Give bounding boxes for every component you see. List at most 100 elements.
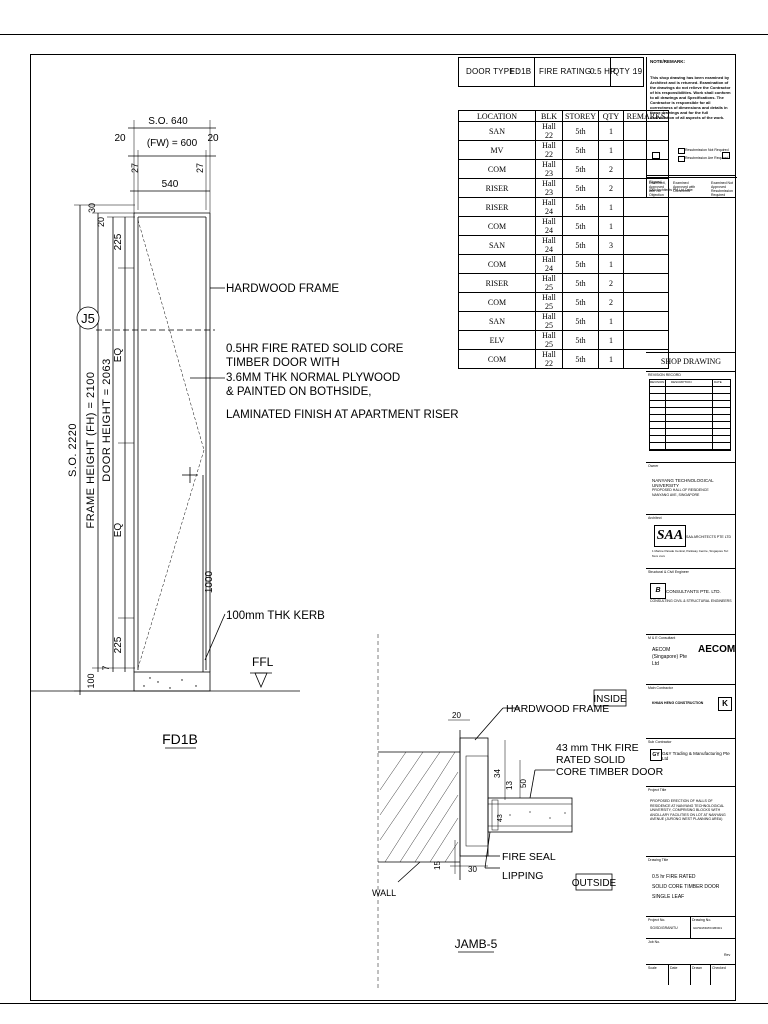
cell-blk: Hall 22 xyxy=(535,121,563,141)
structural-panel: Structural & Civil Engineer B CONSULTANT… xyxy=(646,568,736,634)
col-blk: BLK xyxy=(535,110,563,122)
drawing-frame xyxy=(30,54,736,1001)
mep-panel: M & E Consultant AECOM (Singapore) Pte L… xyxy=(646,634,736,684)
review-note-panel: NOTE/REMARK: This shop drawing has been … xyxy=(646,57,737,197)
sub-contractor-panel: Sub Contractor GY G&Y Trading & Manufact… xyxy=(646,738,736,786)
sub-contractor-logo: GY xyxy=(650,749,662,761)
door-height-dim: DOOR HEIGHT = 2063 xyxy=(101,358,113,481)
cell-storey: 5th xyxy=(562,216,599,236)
cell-remarks xyxy=(622,349,669,369)
cell-storey: 5th xyxy=(562,273,599,293)
cell-blk: Hall 24 xyxy=(535,254,563,274)
blank-panel xyxy=(646,197,736,352)
svg-text:RATED SOLID: RATED SOLID xyxy=(556,754,626,766)
dim-27-right: 27 xyxy=(195,163,205,173)
not-approved-checkbox xyxy=(722,152,730,159)
cell-qty: 1 xyxy=(597,216,624,236)
frame-width-dim: (FW) = 600 xyxy=(147,138,198,149)
door-type-value: FD1B xyxy=(510,67,532,76)
cell-location: RISER xyxy=(458,273,536,293)
cell-location: RISER xyxy=(458,178,536,198)
cell-blk: Hall 22 xyxy=(535,140,563,160)
cell-blk: Hall 25 xyxy=(535,311,563,331)
owner-name: NANYANG TECHNOLOGICAL UNIVERSITY xyxy=(652,478,714,488)
resub-required-checkbox xyxy=(678,156,685,162)
cell-qty: 1 xyxy=(597,311,624,331)
door-type-label: DOOR TYPE : xyxy=(466,67,520,76)
jamb-label-lipping: LIPPING xyxy=(502,870,543,882)
dim-225-bottom: 225 xyxy=(113,636,124,653)
cell-qty: 1 xyxy=(597,197,624,217)
dim-100: 100 xyxy=(86,673,96,688)
cell-blk: Hall 25 xyxy=(535,330,563,350)
cell-storey: 5th xyxy=(562,197,599,217)
inside-label: INSIDE xyxy=(593,694,627,705)
cell-location: RISER xyxy=(458,197,536,217)
label-hardwood-frame: HARDWOOD FRAME xyxy=(226,283,339,295)
dim-20-right: 20 xyxy=(207,133,219,144)
svg-text:& PAINTED ON BOTHSIDE,: & PAINTED ON BOTHSIDE, xyxy=(226,386,371,398)
cell-qty: 1 xyxy=(597,330,624,350)
drawing-title-line-1: 0.5 hr FIRE RATED xyxy=(652,874,696,880)
resub-not-required-checkbox xyxy=(678,148,685,154)
col-storey: STOREY xyxy=(562,110,599,122)
signature-panel: Signed : SAA Architects Pte Ltd Date: xyxy=(646,175,736,197)
cell-location: ELV xyxy=(458,330,536,350)
mep-logo: AECOM xyxy=(698,644,736,655)
main-contractor-logo: K xyxy=(718,697,732,711)
jamb-dim-34: 34 xyxy=(493,769,502,778)
cell-qty: 2 xyxy=(597,292,624,312)
status-not-approved: Examined Not Approved Resubmission Requi… xyxy=(711,181,733,197)
sub-contractor-name: G&Y Trading & Manufacturing Pte Ltd xyxy=(662,751,730,761)
cell-blk: Hall 23 xyxy=(535,159,563,179)
cell-location: COM xyxy=(458,216,536,236)
cell-qty: 1 xyxy=(597,349,624,369)
label-kerb: 100mm THK KERB xyxy=(226,610,325,622)
revision-grid xyxy=(649,379,731,451)
cell-qty: 1 xyxy=(597,254,624,274)
cell-storey: 5th xyxy=(562,311,599,331)
so-height-dim: S.O. 2220 xyxy=(67,423,79,477)
sheet-bottom-border xyxy=(0,1003,768,1004)
cell-qty: 1 xyxy=(597,140,624,160)
project-title-panel: Project Title PROPOSED ERECTION OF HALLS… xyxy=(646,786,736,856)
schedule-header-row: LOCATION BLK STOREY QTY REMARKS xyxy=(458,110,669,122)
architect-logo: SAA xyxy=(654,525,686,547)
revision-record-label: REVISION RECORD xyxy=(648,373,681,377)
sheet-top-border xyxy=(0,34,768,35)
outside-label: OUTSIDE xyxy=(572,878,617,889)
svg-text:0.5HR FIRE RATED SOLID CORE: 0.5HR FIRE RATED SOLID CORE xyxy=(226,343,404,355)
dim-20-top: 20 xyxy=(96,217,106,227)
cell-location: SAN xyxy=(458,235,536,255)
svg-text:CORE TIMBER DOOR: CORE TIMBER DOOR xyxy=(556,766,664,778)
cell-blk: Hall 24 xyxy=(535,216,563,236)
project-no-panel: Project No. SG/SD/GRANITU Drawing No. GR… xyxy=(646,916,736,939)
cell-blk: Hall 25 xyxy=(535,273,563,293)
frame-height-dim: FRAME HEIGHT (FH) = 2100 xyxy=(85,372,97,529)
cell-storey: 5th xyxy=(562,121,599,141)
jamb-label-fire-seal: FIRE SEAL xyxy=(502,851,556,863)
ffl-label: FFL xyxy=(252,655,274,669)
cell-storey: 5th xyxy=(562,178,599,198)
col-location: LOCATION xyxy=(458,110,536,122)
dim-27-left: 27 xyxy=(130,163,140,173)
cell-location: COM xyxy=(458,159,536,179)
note-heading: NOTE/REMARK: xyxy=(650,59,685,64)
cell-storey: 5th xyxy=(562,292,599,312)
drawing-title-line-3: SINGLE LEAF xyxy=(652,894,685,900)
shop-drawing-panel: SHOP DRAWING REVISION RECORD REVISION DE… xyxy=(646,352,736,462)
cell-qty: 2 xyxy=(597,178,624,198)
cell-location: COM xyxy=(458,254,536,274)
cell-qty: 2 xyxy=(597,273,624,293)
approved-checkbox xyxy=(652,152,660,159)
cell-location: COM xyxy=(458,292,536,312)
main-contractor-name: KHIAN HENG CONSTRUCTION xyxy=(652,701,704,705)
shop-drawing-title: SHOP DRAWING xyxy=(646,353,736,372)
cell-qty: 1 xyxy=(597,121,624,141)
